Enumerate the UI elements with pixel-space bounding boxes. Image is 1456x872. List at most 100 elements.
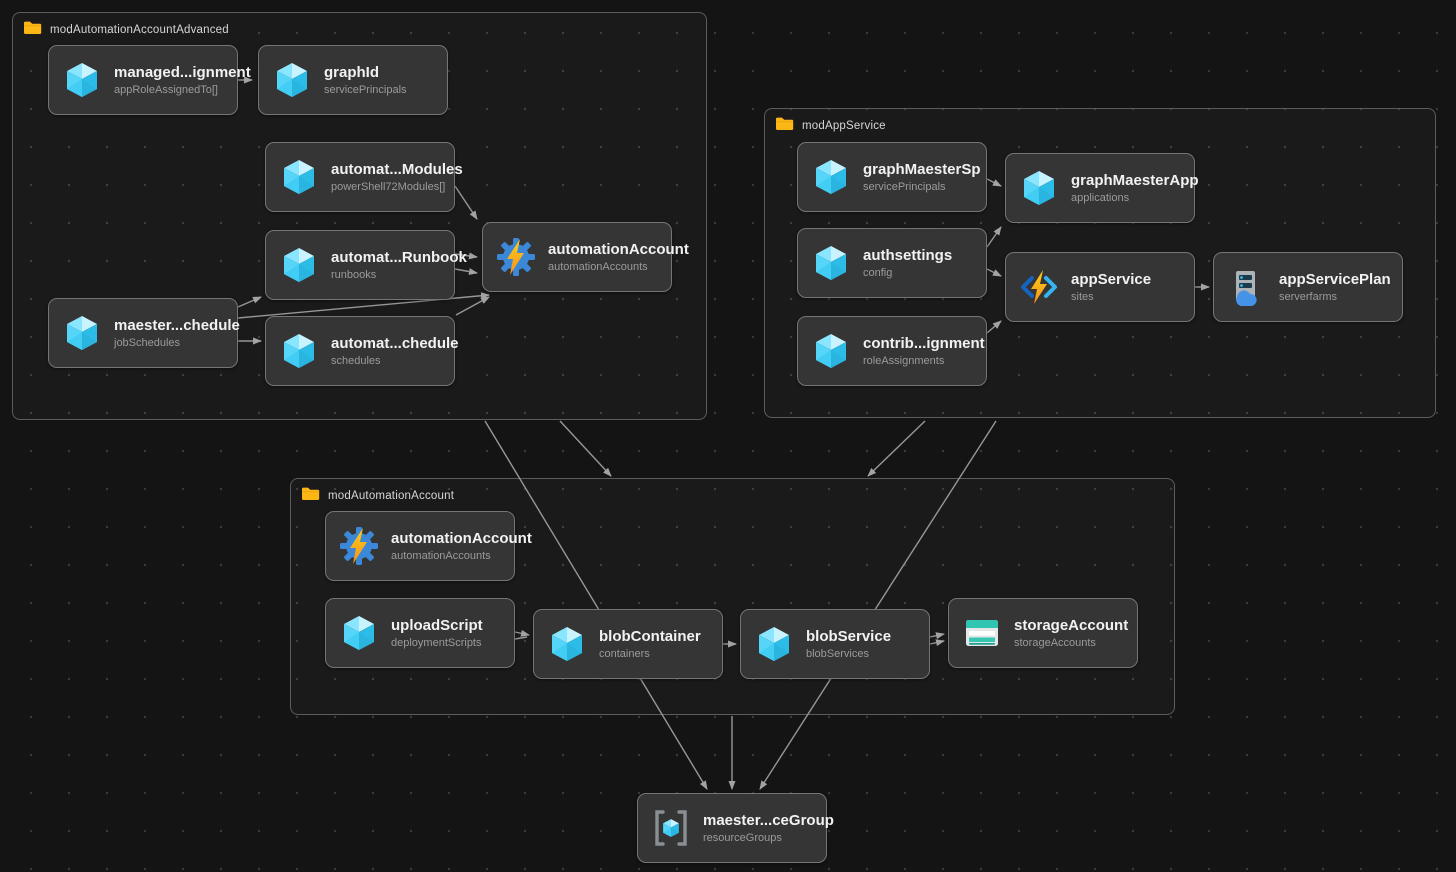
- module-group-modAutomationAccount: modAutomationAccount: [290, 478, 1175, 715]
- edge-automation-runbook-to-automation-account-adv: [454, 252, 478, 260]
- cube-icon: [279, 157, 319, 197]
- cube-icon: [811, 243, 851, 283]
- node-title: automat...Modules: [331, 161, 463, 178]
- node-resource-type: servicePrincipals: [863, 181, 946, 193]
- folder-icon: [23, 20, 42, 40]
- cube-icon: [811, 331, 851, 371]
- module-group-label: modAutomationAccount: [328, 490, 455, 502]
- node-resource-type: powerShell72Modules[]: [331, 181, 446, 193]
- node-maester-resource-group[interactable]: maester...ceGroup resourceGroups: [637, 793, 834, 863]
- node-resource-type: applications: [1071, 192, 1130, 204]
- node-title: automat...Runbook: [331, 249, 467, 266]
- edge-modAutomationAccountAdvanced-to-modAutomationAccount: [559, 420, 612, 477]
- edge-automation-runbook-to-automation-account-adv: [454, 268, 478, 276]
- node-graph-maester-sp[interactable]: graphMaesterSp servicePrincipals: [797, 142, 987, 212]
- node-title: maester...ceGroup: [703, 812, 834, 829]
- cube-icon: [547, 624, 587, 664]
- automation-icon: [496, 237, 536, 277]
- cube-icon: [1019, 168, 1059, 208]
- plan-icon: [1227, 267, 1267, 307]
- edge-blob-service-to-storage-account: [929, 639, 945, 647]
- node-title: automat...chedule: [331, 335, 459, 352]
- cube-icon: [62, 313, 102, 353]
- storage-icon: [962, 613, 1002, 653]
- node-resource-type: runbooks: [331, 269, 377, 281]
- node-automation-runbook[interactable]: automat...Runbook runbooks: [265, 230, 467, 300]
- node-resource-type: roleAssignments: [863, 355, 945, 367]
- edge-modAppService-to-maester-resource-group: [759, 420, 997, 790]
- node-resource-type: blobServices: [806, 648, 869, 660]
- cube-icon: [754, 624, 794, 664]
- node-graph-id[interactable]: graphId servicePrincipals: [258, 45, 448, 115]
- edge-automation-schedule-to-automation-account-adv: [455, 296, 490, 316]
- folder-icon: [301, 486, 320, 506]
- cube-icon: [279, 331, 319, 371]
- module-group-header: modAppService: [775, 116, 886, 136]
- node-blob-container[interactable]: blobContainer containers: [533, 609, 723, 679]
- module-group-modAppService: modAppService: [764, 108, 1436, 418]
- module-group-label: modAutomationAccountAdvanced: [50, 24, 229, 36]
- node-resource-type: sites: [1071, 291, 1094, 303]
- node-title: managed...ignment: [114, 64, 251, 81]
- cube-icon: [62, 60, 102, 100]
- edge-authsettings-to-app-service: [986, 268, 1002, 277]
- node-app-service-plan[interactable]: appServicePlan serverfarms: [1213, 252, 1403, 322]
- node-title: blobService: [806, 628, 892, 645]
- node-resource-type: jobSchedules: [114, 337, 181, 349]
- node-resource-type: containers: [599, 648, 650, 660]
- node-title: graphMaesterApp: [1071, 172, 1199, 189]
- edge-automation-modules-to-automation-account-adv: [454, 185, 478, 220]
- node-title: automationAccount: [548, 241, 689, 258]
- node-title: appService: [1071, 271, 1152, 288]
- node-app-service[interactable]: appService sites: [1005, 252, 1195, 322]
- module-group-header: modAutomationAccountAdvanced: [23, 20, 229, 40]
- module-group-label: modAppService: [802, 120, 886, 132]
- node-graph-maester-app[interactable]: graphMaesterApp applications: [1005, 153, 1199, 223]
- node-title: authsettings: [863, 247, 953, 264]
- node-resource-type: deploymentScripts: [391, 637, 482, 649]
- module-group-modAutomationAccountAdvanced: modAutomationAccountAdvanced: [12, 12, 707, 420]
- node-blob-service[interactable]: blobService blobServices: [740, 609, 930, 679]
- edge-contrib-assignment-to-app-service: [986, 320, 1002, 334]
- module-group-header: modAutomationAccount: [301, 486, 454, 506]
- node-resource-type: servicePrincipals: [324, 84, 407, 96]
- node-title: graphId: [324, 64, 379, 81]
- node-resource-type: storageAccounts: [1014, 637, 1096, 649]
- node-managed-assignment[interactable]: managed...ignment appRoleAssignedTo[]: [48, 45, 251, 115]
- node-title: graphMaesterSp: [863, 161, 981, 178]
- node-title: blobContainer: [599, 628, 701, 645]
- cube-icon: [811, 157, 851, 197]
- node-title: appServicePlan: [1279, 271, 1391, 288]
- node-resource-type: automationAccounts: [548, 261, 648, 273]
- edge-graph-maester-sp-to-graph-maester-app: [986, 178, 1002, 187]
- resourcegroup-icon: [651, 808, 691, 848]
- node-title: contrib...ignment: [863, 335, 985, 352]
- node-resource-type: config: [863, 267, 893, 279]
- edge-blob-service-to-storage-account: [929, 632, 945, 640]
- node-storage-account[interactable]: storageAccount storageAccounts: [948, 598, 1138, 668]
- edge-upload-script-to-blob-container: [514, 629, 530, 637]
- edge-modAppService-to-modAutomationAccount: [867, 420, 926, 477]
- cube-icon: [339, 613, 379, 653]
- edge-modAutomationAccountAdvanced-to-maester-resource-group: [484, 420, 708, 790]
- node-resource-type: serverfarms: [1279, 291, 1338, 303]
- node-automation-account-adv[interactable]: automationAccount automationAccounts: [482, 222, 689, 292]
- node-authsettings[interactable]: authsettings config: [797, 228, 987, 298]
- node-resource-type: schedules: [331, 355, 381, 367]
- node-resource-type: appRoleAssignedTo[]: [114, 84, 218, 96]
- node-title: storageAccount: [1014, 617, 1129, 634]
- node-resource-type: automationAccounts: [391, 550, 491, 562]
- edge-authsettings-to-graph-maester-app: [986, 226, 1002, 248]
- node-resource-type: resourceGroups: [703, 832, 782, 844]
- node-contrib-assignment[interactable]: contrib...ignment roleAssignments: [797, 316, 987, 386]
- automation-icon: [339, 526, 379, 566]
- edge-upload-script-to-blob-container: [514, 636, 528, 640]
- appservice-icon: [1019, 267, 1059, 307]
- cube-icon: [272, 60, 312, 100]
- node-automation-schedule[interactable]: automat...chedule schedules: [265, 316, 459, 386]
- node-automation-modules[interactable]: automat...Modules powerShell72Modules[]: [265, 142, 463, 212]
